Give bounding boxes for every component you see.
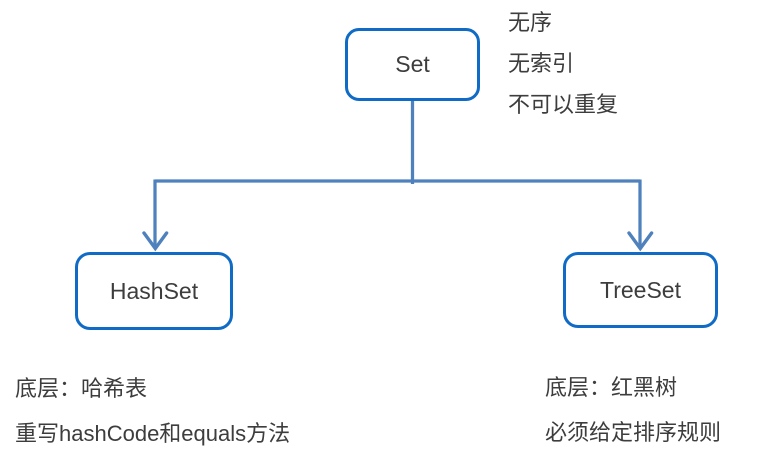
treeset-note: 必须给定排序规则 xyxy=(545,420,722,445)
node-set-label: Set xyxy=(395,51,430,77)
root-note: 无索引 xyxy=(508,51,575,76)
node-set: Set xyxy=(345,28,480,101)
node-hashset: HashSet xyxy=(75,252,233,330)
treeset-notes: 底层：红黑树 必须给定排序规则 xyxy=(545,365,721,455)
arrowhead-left-icon xyxy=(142,231,169,252)
arrowhead-right-icon xyxy=(627,231,654,252)
hashset-notes: 底层：哈希表 重写hashCode和equals方法 xyxy=(15,366,290,456)
hashset-note: 底层：哈希表 xyxy=(15,376,148,401)
hashset-note: 重写hashCode和equals方法 xyxy=(15,421,291,446)
node-hashset-label: HashSet xyxy=(109,277,199,304)
root-note: 不可以重复 xyxy=(508,92,619,117)
root-note: 无序 xyxy=(508,10,553,35)
treeset-note: 底层：红黑树 xyxy=(545,375,678,400)
node-treeset-label: TreeSet xyxy=(600,276,681,303)
node-treeset: TreeSet xyxy=(563,252,718,328)
root-notes: 无序 无索引 不可以重复 xyxy=(508,2,618,125)
